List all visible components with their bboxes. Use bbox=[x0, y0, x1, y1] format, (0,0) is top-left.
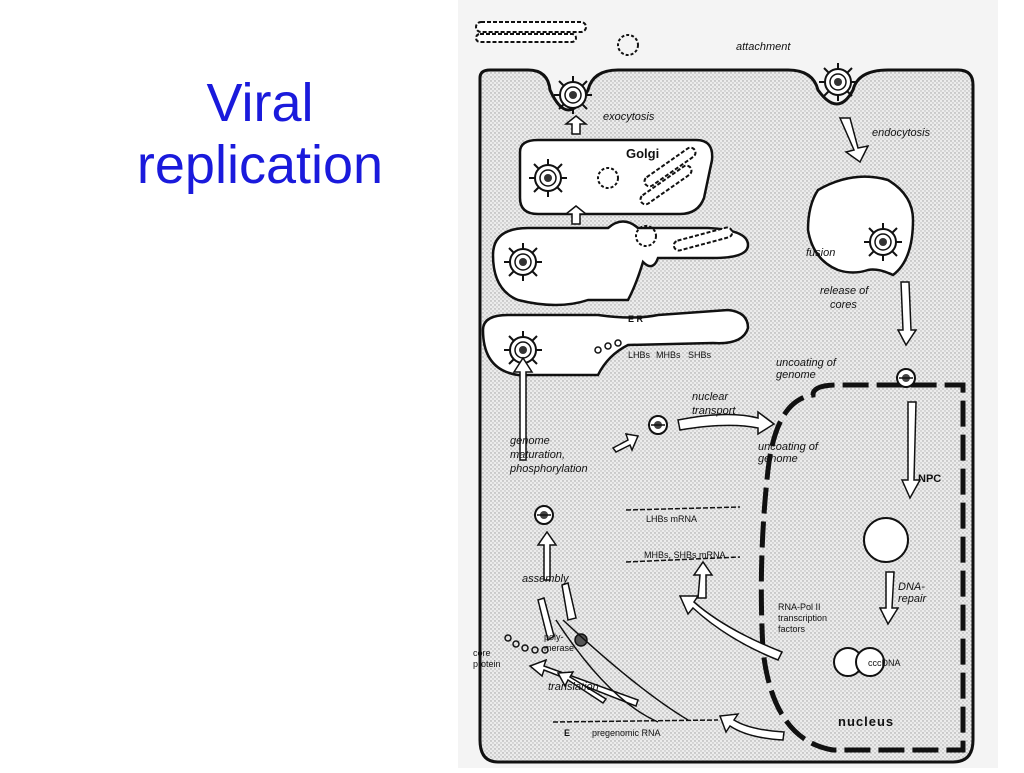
label-genome-maturation-2: maturation, bbox=[510, 449, 565, 461]
arrow-up-left bbox=[512, 356, 534, 461]
label-uncoating-mid-2: genome bbox=[758, 453, 798, 465]
arrow-assembly bbox=[536, 530, 558, 581]
label-nuclear-transport-2: transport bbox=[692, 405, 736, 417]
label-rnapol-1: RNA-Pol II bbox=[778, 602, 821, 612]
label-release-2: cores bbox=[830, 299, 857, 311]
label-dna-repair-2: repair bbox=[898, 593, 927, 605]
label-release-1: release of bbox=[820, 285, 869, 297]
virion-fusion bbox=[863, 222, 903, 262]
label-dna-repair-1: DNA- bbox=[898, 581, 925, 593]
virion-golgi bbox=[528, 158, 568, 198]
label-er: E R bbox=[628, 314, 644, 324]
label-rnapol-3: factors bbox=[778, 624, 806, 634]
label-fusion: fusion bbox=[806, 247, 835, 259]
filament-particle-top bbox=[475, 21, 587, 43]
filament-er bbox=[672, 226, 734, 252]
virion-attaching bbox=[818, 62, 858, 102]
label-uncoating-mid-1: uncoating of bbox=[758, 441, 819, 453]
viral-replication-figure: attachment exocytosis endocytosis Golgi … bbox=[458, 0, 998, 768]
label-nucleus: nucleus bbox=[838, 714, 894, 729]
arrow-dna-repair bbox=[878, 571, 900, 626]
endosome bbox=[806, 175, 915, 277]
arrow-to-nucleus bbox=[900, 401, 922, 500]
label-core-2: protein bbox=[473, 659, 501, 669]
label-cccdna: cccDNA bbox=[868, 658, 901, 668]
label-core-1: core bbox=[473, 648, 491, 658]
label-mhbs: MHBs bbox=[656, 350, 681, 360]
label-e: E bbox=[564, 728, 570, 738]
arrow-transcripts bbox=[678, 595, 784, 661]
arrow-nuclear-transport bbox=[677, 410, 776, 436]
virion-exocytosis bbox=[553, 75, 593, 115]
title-line-2: replication bbox=[136, 135, 384, 195]
label-polymerase-2: merase bbox=[544, 643, 574, 653]
label-rnapol-2: transcription bbox=[778, 613, 827, 623]
relaxed-circular-dna bbox=[863, 517, 909, 563]
label-endocytosis: endocytosis bbox=[872, 127, 931, 139]
cccdna-icon bbox=[833, 647, 885, 677]
subviral-sphere bbox=[617, 34, 639, 56]
arrow-long-1 bbox=[562, 619, 689, 721]
label-polymerase-1: poly- bbox=[544, 632, 564, 642]
filament-golgi bbox=[639, 146, 697, 206]
label-genome-maturation-3: phosphorylation bbox=[509, 463, 588, 475]
arrow-pregenomic bbox=[718, 713, 785, 741]
arrow-middle-branch bbox=[561, 582, 577, 621]
label-genome-maturation-1: genome bbox=[510, 435, 550, 447]
label-nuclear-transport-1: nuclear bbox=[692, 391, 729, 403]
label-lhbs-mrna: LHBs mRNA bbox=[646, 514, 697, 524]
polymerase-icon bbox=[574, 633, 588, 647]
label-npc: NPC bbox=[918, 473, 941, 485]
arrow-release bbox=[896, 281, 918, 347]
arrow-endocytosis bbox=[838, 117, 870, 164]
core-maturation bbox=[534, 505, 554, 525]
arrow-translation bbox=[528, 658, 639, 707]
label-uncoating-top-1: uncoating of bbox=[776, 357, 837, 369]
core-protein-icon bbox=[504, 634, 549, 654]
nucleus-envelope bbox=[758, 382, 966, 753]
label-mhbs-mrna: MHBs, SHBs mRNA bbox=[644, 550, 726, 560]
core-at-npc bbox=[896, 368, 916, 388]
replication-diagram: attachment exocytosis endocytosis Golgi … bbox=[473, 21, 975, 764]
core-nuclear-transport bbox=[648, 415, 668, 435]
arrow-left-branch bbox=[537, 597, 555, 642]
label-exocytosis: exocytosis bbox=[603, 111, 655, 123]
slide-title: Viral replication bbox=[60, 72, 460, 196]
arrow-to-transport bbox=[611, 433, 640, 453]
virion-er-upper bbox=[503, 242, 543, 282]
lhbs-mrna-line bbox=[625, 506, 741, 511]
arrow-long-2 bbox=[555, 619, 659, 723]
process-arrows bbox=[512, 117, 922, 741]
mhbs-mrna-line bbox=[625, 556, 741, 563]
label-assembly: assembly bbox=[522, 573, 570, 585]
label-pregenomic-rna: pregenomic RNA bbox=[592, 728, 661, 738]
pregenomic-rna-line bbox=[552, 719, 719, 723]
arrow-translation-2 bbox=[556, 671, 608, 705]
label-golgi: Golgi bbox=[626, 146, 659, 161]
label-translation: translation bbox=[548, 681, 599, 693]
arrow-mrna-up bbox=[692, 560, 714, 599]
golgi-compartment bbox=[518, 138, 714, 216]
title-line-1: Viral bbox=[206, 73, 314, 133]
label-attachment: attachment bbox=[736, 41, 791, 53]
label-lhbs: LHBs bbox=[628, 350, 651, 360]
label-shbs: SHBs bbox=[688, 350, 712, 360]
label-uncoating-top-2: genome bbox=[776, 369, 816, 381]
